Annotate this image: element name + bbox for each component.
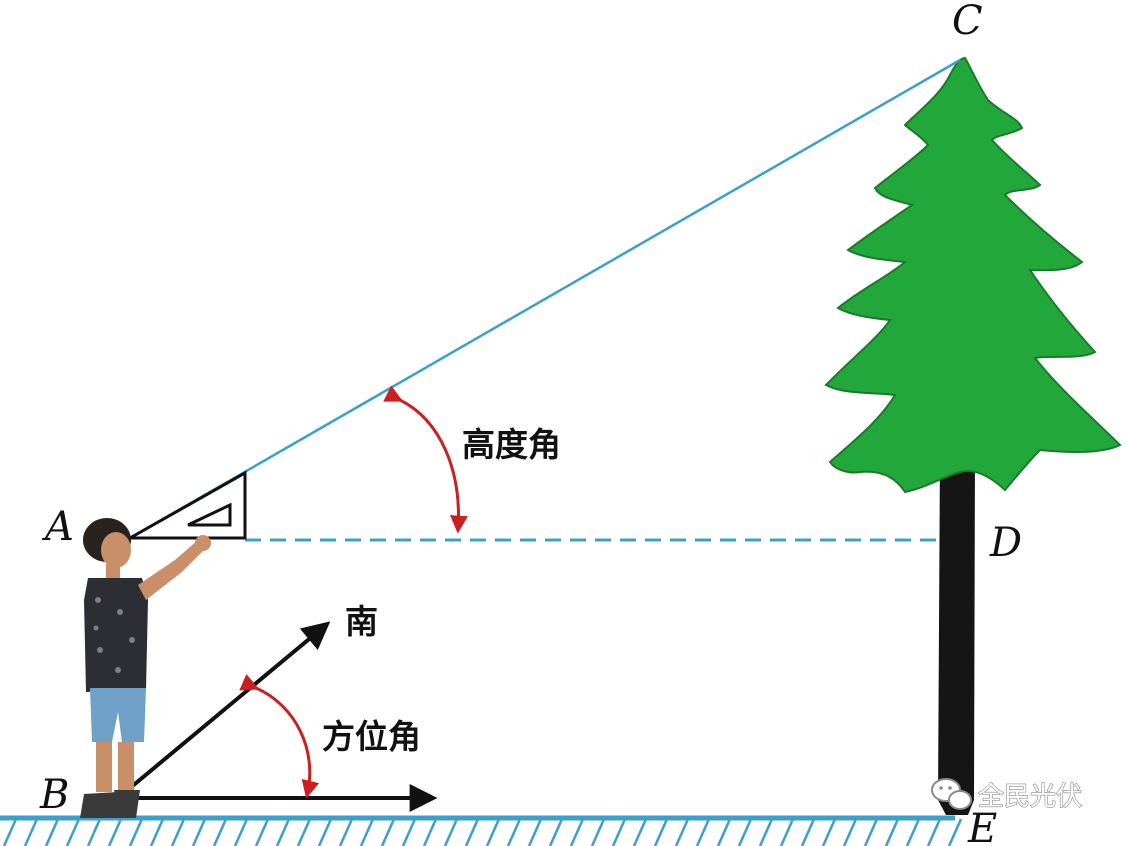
- ground-hatch-mark: [296, 818, 312, 846]
- ground-hatch-mark: [65, 818, 81, 846]
- watermark-text: 全民光伏: [978, 782, 1082, 812]
- ground-hatch-mark: [695, 818, 711, 846]
- ground-hatch-mark: [443, 818, 459, 846]
- ground-hatch-mark: [128, 818, 144, 846]
- ground-hatch-mark: [212, 818, 228, 846]
- ground-hatch-mark: [758, 818, 774, 846]
- azimuth-angle-label: 方位角: [322, 717, 421, 756]
- point-label-e: E: [967, 806, 997, 846]
- ground-hatch-mark: [716, 818, 732, 846]
- ground-hatch-mark: [317, 818, 333, 846]
- ground-hatch-mark: [380, 818, 396, 846]
- ground-hatch-mark: [947, 818, 963, 846]
- person-shirt: [84, 578, 148, 692]
- ground-hatch-mark: [674, 818, 690, 846]
- ground-hatch-mark: [23, 818, 39, 846]
- person-neck: [106, 564, 120, 578]
- ground-hatch-mark: [821, 818, 837, 846]
- ground: [0, 815, 963, 846]
- person-figure: [80, 518, 211, 818]
- point-label-c: C: [952, 0, 983, 44]
- ground-hatch-mark: [401, 818, 417, 846]
- ground-hatch-mark: [2, 818, 18, 846]
- person-leg-right: [118, 742, 134, 790]
- elevation-angle-label: 高度角: [462, 425, 561, 464]
- ground-hatch-mark: [926, 818, 942, 846]
- ground-hatch-mark: [170, 818, 186, 846]
- ground-hatch-mark: [779, 818, 795, 846]
- ground-hatch-mark: [191, 818, 207, 846]
- wechat-icon: [931, 778, 972, 810]
- ground-hatch-mark: [107, 818, 123, 846]
- watermark: 全民光伏: [931, 778, 1083, 813]
- azimuth-angle-arc: [239, 673, 320, 799]
- ground-hatch-mark: [632, 818, 648, 846]
- point-label-b: B: [39, 772, 69, 818]
- ground-hatch-mark: [338, 818, 354, 846]
- ground-hatch-mark: [233, 818, 249, 846]
- person-face: [101, 532, 131, 568]
- tree-foliage: [824, 56, 1122, 494]
- ground-hatch-mark: [86, 818, 102, 846]
- ground-hatch-mark: [611, 818, 627, 846]
- ground-hatch-mark: [905, 818, 921, 846]
- ground-hatch-mark: [548, 818, 564, 846]
- ground-hatch-mark: [422, 818, 438, 846]
- ground-hatch-mark: [800, 818, 816, 846]
- set-square-icon: [124, 470, 247, 540]
- ground-hatch-mark: [254, 818, 270, 846]
- tree: [824, 56, 1122, 815]
- person-hand: [195, 535, 211, 551]
- tree-trunk: [938, 450, 975, 815]
- person-arm: [138, 540, 206, 600]
- sight-line: [129, 58, 961, 540]
- person-shorts: [90, 688, 146, 742]
- point-label-a: A: [41, 504, 74, 550]
- ground-hatch-mark: [275, 818, 291, 846]
- person-leg-left: [96, 742, 112, 792]
- ground-hatch-mark: [485, 818, 501, 846]
- ground-hatch-mark: [359, 818, 375, 846]
- ground-hatch-mark: [842, 818, 858, 846]
- elevation-angle-arc: [383, 385, 468, 534]
- ground-hatch-mark: [506, 818, 522, 846]
- south-direction-label: 南: [345, 602, 378, 641]
- ground-hatch-mark: [464, 818, 480, 846]
- point-label-d: D: [989, 520, 1022, 566]
- ground-hatch-mark: [149, 818, 165, 846]
- ground-hatch-mark: [884, 818, 900, 846]
- ground-hatch-mark: [590, 818, 606, 846]
- ground-hatch-mark: [737, 818, 753, 846]
- ground-hatch-mark: [527, 818, 543, 846]
- ground-hatch-mark: [863, 818, 879, 846]
- person-shoes: [80, 790, 140, 818]
- ground-hatch-mark: [653, 818, 669, 846]
- ground-hatch-mark: [569, 818, 585, 846]
- south-direction-arrow: [116, 621, 331, 800]
- ground-hatch-mark: [44, 818, 60, 846]
